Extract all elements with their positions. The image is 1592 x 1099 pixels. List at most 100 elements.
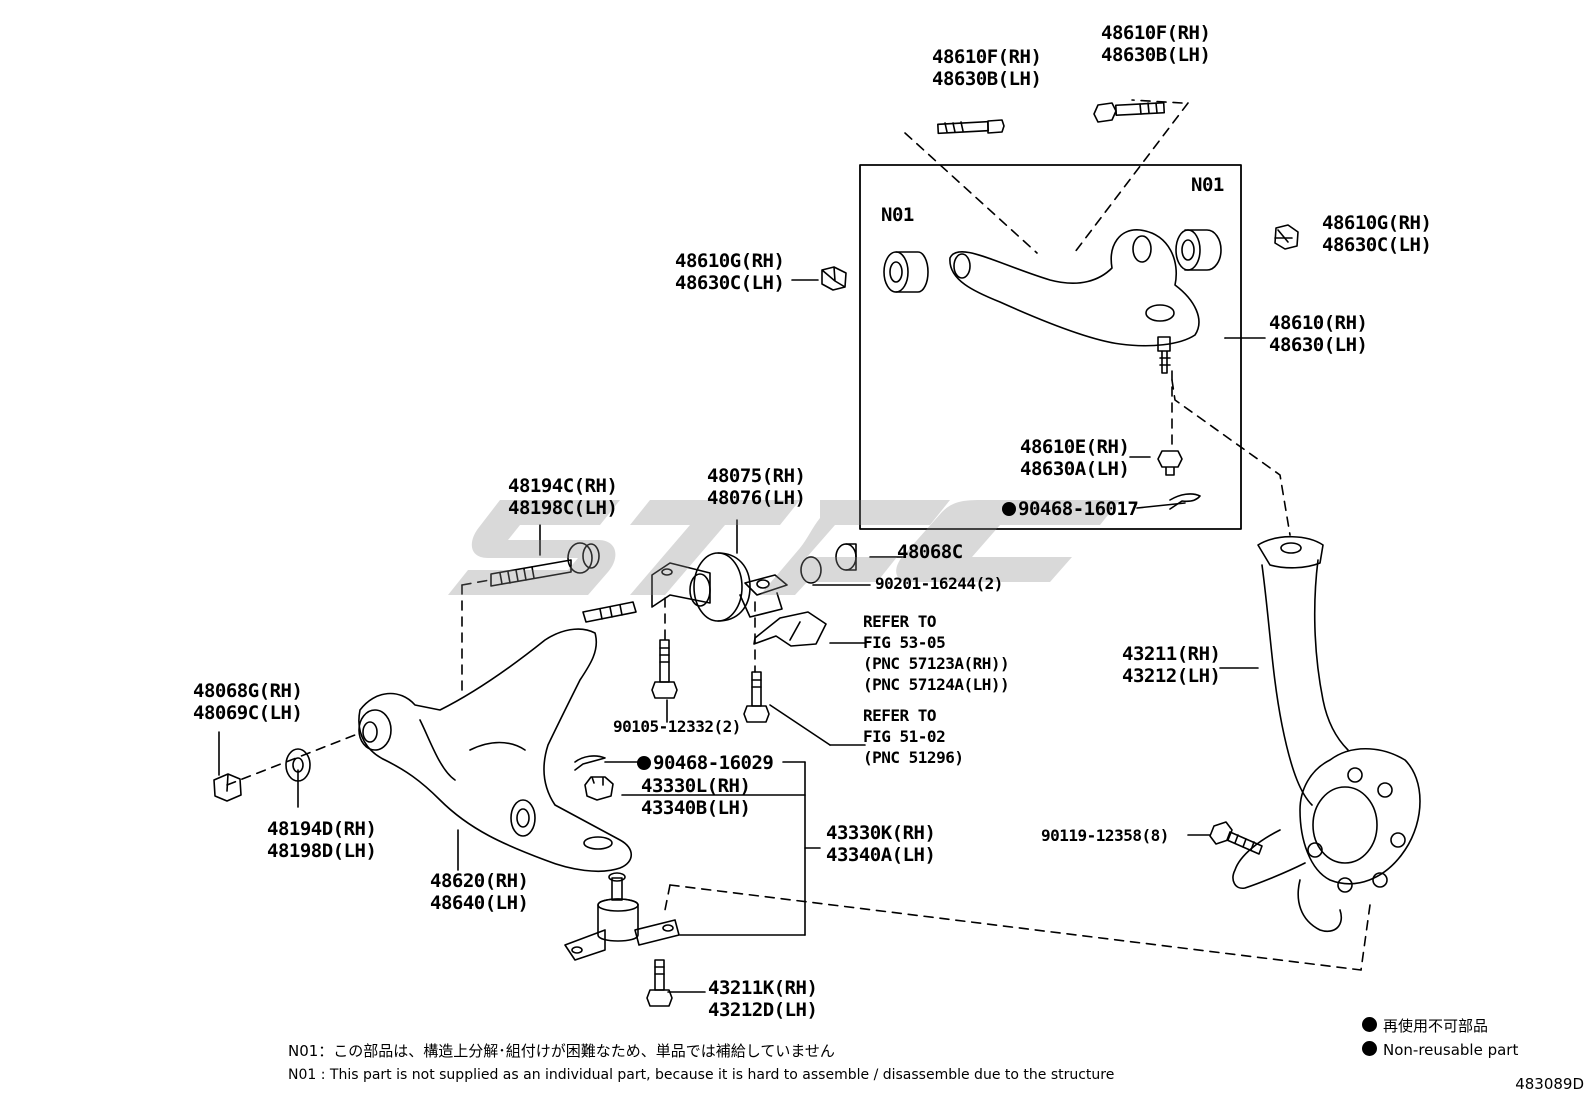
lower-control-arm: [358, 601, 637, 873]
label-ball-bolt: 43211K(RH) 43212D(LH): [708, 977, 818, 1021]
label-text: 90468-16017: [1018, 498, 1139, 520]
legend-text: Non-reusable part: [1383, 1041, 1519, 1059]
ball-joint-bolt: [646, 959, 673, 1007]
label-line: (PNC 57123A(RH)): [863, 654, 1010, 673]
label-line: 48194D(RH): [267, 818, 377, 840]
label-line: 48198C(LH): [508, 497, 618, 519]
label-line: 90119-12358(8): [1041, 826, 1169, 845]
label-line: 48068C: [897, 541, 963, 563]
label-nut-upper-right: 48610G(RH) 48630C(LH): [1322, 212, 1432, 256]
legend-english: Non-reusable part: [1362, 1041, 1518, 1059]
non-reusable-dot-icon: [637, 756, 651, 770]
label-castle-nut: 43330L(RH) 43340B(LH): [641, 775, 751, 819]
castle-nut-43330l: [584, 776, 614, 801]
label-n01-right: N01: [1191, 174, 1224, 196]
label-line: 48610(RH): [1269, 312, 1368, 334]
label-bolt-upper-right: 48610F(RH) 48630B(LH): [1101, 22, 1211, 66]
label-refer-53: REFER TO FIG 53-05 (PNC 57123A(RH)) (PNC…: [863, 611, 1010, 695]
bolt-90119: [1209, 821, 1263, 855]
label-line: 43211(RH): [1122, 643, 1221, 665]
label-nut-48068c: 48068C: [897, 541, 963, 563]
label-bolt-upper-left: 48610F(RH) 48630B(LH): [932, 46, 1042, 90]
n01-bushing-right: [1175, 229, 1222, 271]
label-line: 48610F(RH): [932, 46, 1042, 68]
bolt-90105-a: [651, 639, 678, 699]
label-cotter-lower: 90468-16029: [637, 752, 774, 774]
label-line: FIG 53-05: [863, 633, 946, 652]
n01-bushing-left: [883, 251, 929, 293]
washer-90201: [800, 556, 822, 584]
label-line: 43212D(LH): [708, 999, 818, 1021]
upper-right-nut: [1274, 224, 1299, 250]
label-line: 43340A(LH): [826, 844, 936, 866]
label-line: 48610G(RH): [1322, 212, 1432, 234]
label-line: 48620(RH): [430, 870, 529, 892]
legend-text: 再使用不可部品: [1383, 1017, 1489, 1035]
label-n01-left: N01: [881, 204, 914, 226]
upper-cotter-pin: [1169, 493, 1201, 510]
label-bushing: 48075(RH) 48076(LH): [707, 465, 806, 509]
non-reusable-dot-icon: [1362, 1041, 1377, 1056]
non-reusable-dot-icon: [1002, 502, 1016, 516]
label-bolt-90105: 90105-12332(2): [613, 716, 741, 737]
label-line: 43330L(RH): [641, 775, 751, 797]
note-japanese: N01：この部品は、構造上分解･組付けが困難なため、単品では補給していません: [288, 1042, 835, 1060]
upper-left-bolt: [937, 119, 1005, 135]
legend-japanese: 再使用不可部品: [1362, 1015, 1488, 1036]
label-line: N01: [1191, 174, 1224, 196]
label-washer-rear: 48194D(RH) 48198D(LH): [267, 818, 377, 862]
bolt-90105-b: [743, 671, 770, 723]
label-text: 90468-16029: [653, 752, 774, 774]
label-line: 43340B(LH): [641, 797, 751, 819]
lower-bushing: [651, 552, 788, 622]
label-lower-arm: 48620(RH) 48640(LH): [430, 870, 529, 914]
label-line: 48198D(LH): [267, 840, 377, 862]
label-line: 48194C(RH): [508, 475, 618, 497]
label-line: FIG 51-02: [863, 727, 946, 746]
label-line: 48069C(LH): [193, 702, 303, 724]
label-nut-rear: 48068G(RH) 48069C(LH): [193, 680, 303, 724]
label-line: REFER TO: [863, 706, 937, 725]
label-line: (PNC 57124A(LH)): [863, 675, 1010, 694]
label-line: 48630C(LH): [675, 272, 785, 294]
lower-front-bolt: [490, 542, 600, 587]
label-line: 48075(RH): [707, 465, 806, 487]
non-reusable-dot-icon: [1362, 1017, 1377, 1032]
label-line: 48076(LH): [707, 487, 806, 509]
label-line: N01: [881, 204, 914, 226]
upper-control-arm: [949, 229, 1200, 374]
label-ball-joint: 43330K(RH) 43340A(LH): [826, 822, 936, 866]
label-upper-arm: 48610(RH) 48630(LH): [1269, 312, 1368, 356]
upper-arm-group-box: [859, 164, 1242, 530]
label-nut-upper-left: 48610G(RH) 48630C(LH): [675, 250, 785, 294]
label-line: 48630A(LH): [1020, 458, 1130, 480]
label-line: 43212(LH): [1122, 665, 1221, 687]
lower-cotter-pin: [574, 755, 606, 771]
label-line: 43330K(RH): [826, 822, 936, 844]
label-line: 48610G(RH): [675, 250, 785, 272]
nut-48068c: [835, 543, 857, 571]
label-washer-90201: 90201-16244(2): [875, 573, 1003, 594]
label-ball-nut: 48610E(RH) 48630A(LH): [1020, 436, 1130, 480]
label-line: 48630B(LH): [1101, 44, 1211, 66]
upper-right-bolt: [1093, 101, 1166, 123]
note-english: N01 : This part is not supplied as an in…: [288, 1067, 1115, 1083]
label-line: 90201-16244(2): [875, 574, 1003, 593]
label-line: 48610E(RH): [1020, 436, 1130, 458]
rear-washer-48194d: [285, 748, 311, 782]
leader-lines: [218, 237, 1293, 993]
rear-nut-48068g: [213, 773, 242, 802]
label-line: REFER TO: [863, 612, 937, 631]
diagram-code: 483089D: [1515, 1075, 1584, 1093]
label-knuckle: 43211(RH) 43212(LH): [1122, 643, 1221, 687]
label-bolt-90119: 90119-12358(8): [1041, 825, 1169, 846]
label-refer-51: REFER TO FIG 51-02 (PNC 51296): [863, 705, 964, 768]
label-line: 90105-12332(2): [613, 717, 741, 736]
label-line: 48630B(LH): [932, 68, 1042, 90]
label-line: 48068G(RH): [193, 680, 303, 702]
label-line: (PNC 51296): [863, 748, 964, 767]
upper-ball-nut: [1157, 450, 1183, 476]
label-line: 48630C(LH): [1322, 234, 1432, 256]
rear-washer-hole: [292, 757, 304, 773]
